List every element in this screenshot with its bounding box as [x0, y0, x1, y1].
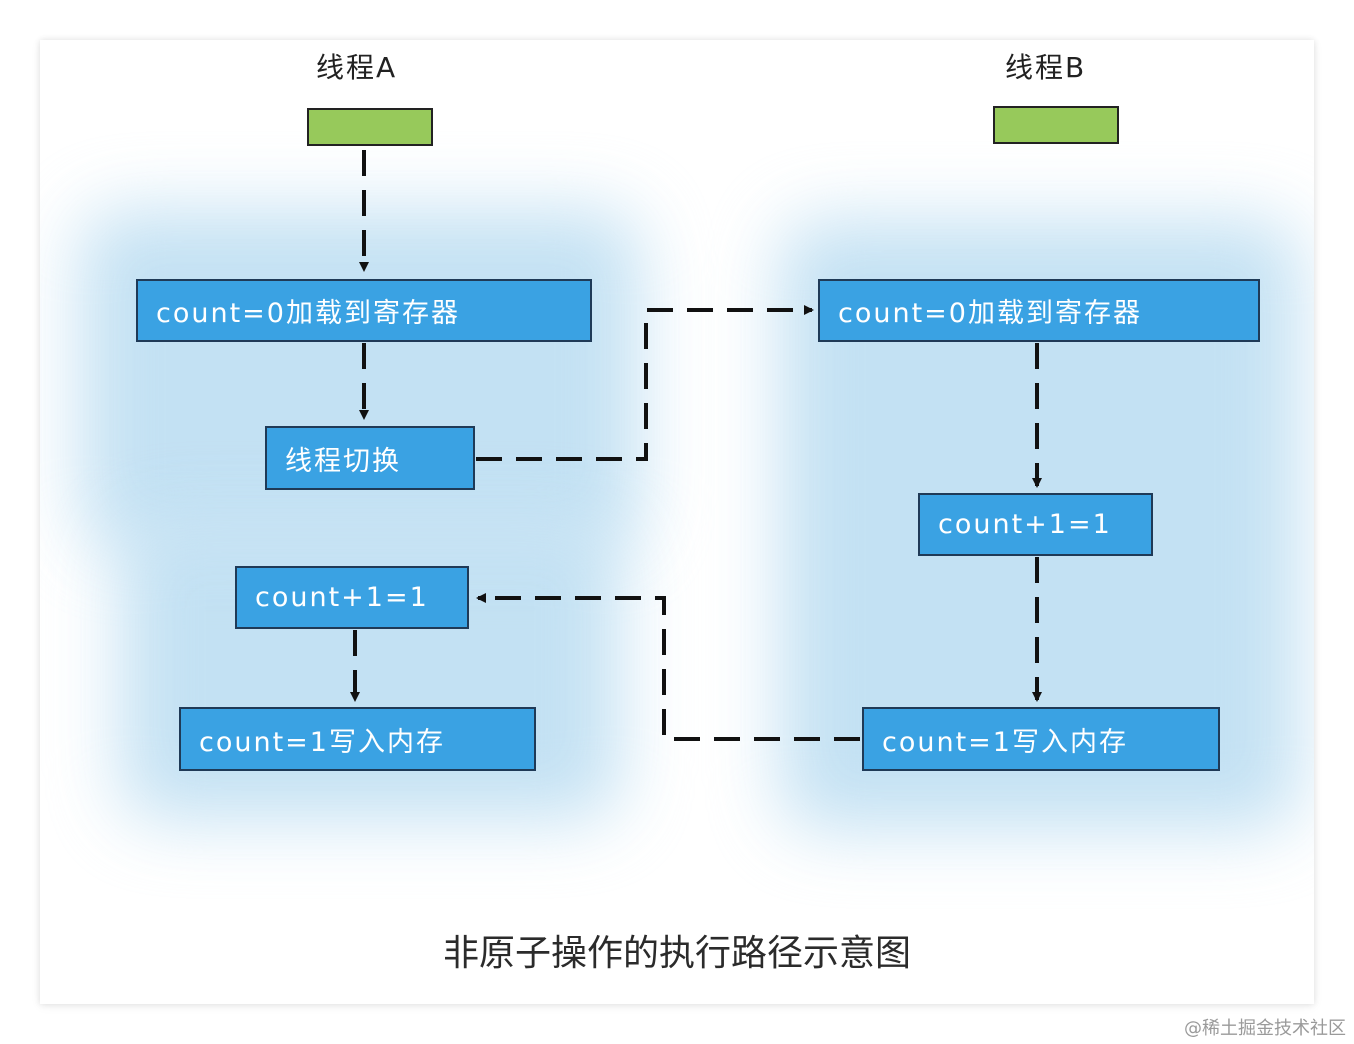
arrow-switch-to-b-load [476, 305, 814, 461]
thread-b-load-node: count=0加载到寄存器 [818, 279, 1260, 342]
thread-b-write-node: count=1写入内存 [862, 707, 1220, 771]
thread-a-bar [307, 108, 433, 146]
thread-a-add-node: count+1=1 [235, 566, 469, 629]
thread-a-switch-node: 线程切换 [265, 426, 475, 490]
thread-b-label: 线程B [1005, 51, 1087, 84]
watermark: @稀土掘金技术社区 [1184, 1018, 1346, 1039]
thread-a-load-node: count=0加载到寄存器 [136, 279, 592, 342]
diagram-caption: 非原子操作的执行路径示意图 [442, 933, 911, 974]
thread-b-bar [993, 106, 1119, 144]
arrow-b-write-to-a-add [476, 593, 860, 741]
thread-a-label: 线程A [316, 51, 398, 84]
thread-b-add-node: count+1=1 [918, 493, 1153, 556]
thread-a-write-node: count=1写入内存 [179, 707, 536, 771]
